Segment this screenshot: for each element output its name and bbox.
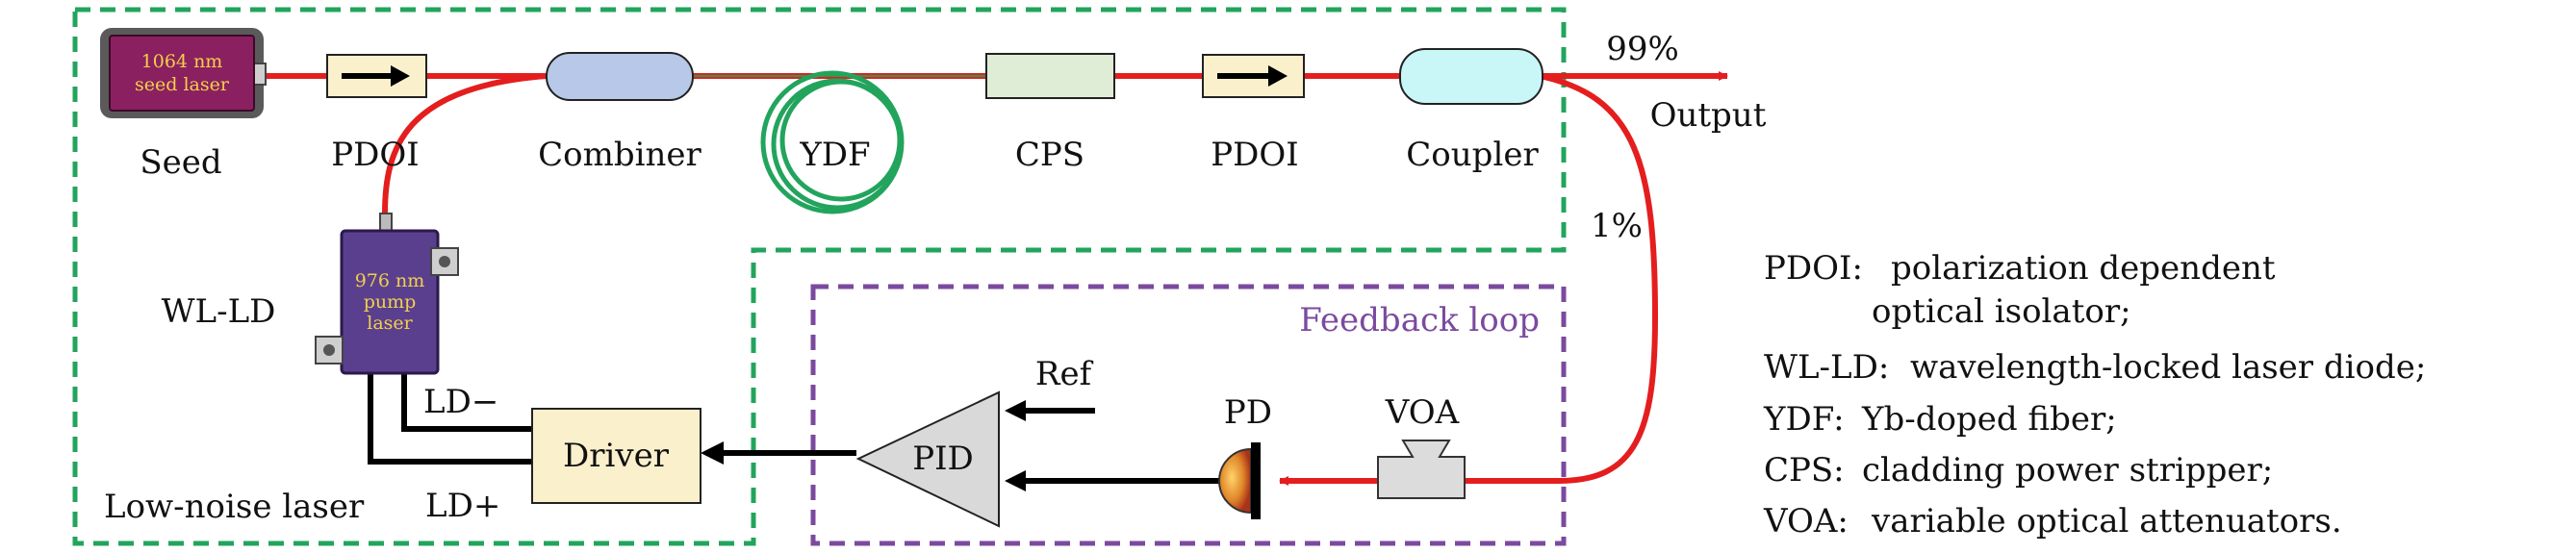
pdoi-isolator-2[interactable]	[1202, 54, 1305, 98]
output-percent: 99%	[1606, 30, 1679, 68]
legend-key-voa: VOA:	[1763, 502, 1849, 540]
pd-label: PD	[1224, 393, 1272, 432]
coupler-label: Coupler	[1406, 136, 1539, 174]
legend-desc-voa: variable optical attenuators.	[1871, 502, 2342, 540]
ydf-coil-icon[interactable]	[760, 70, 905, 214]
combiner-label: Combiner	[538, 136, 701, 174]
pdoi2-label: PDOI	[1211, 136, 1298, 174]
seed-laser[interactable]: 1064 nm seed laser	[100, 28, 267, 118]
pump-line3: laser	[367, 313, 413, 334]
cps-label: CPS	[1015, 136, 1084, 174]
pid-amplifier[interactable]	[855, 390, 1000, 528]
tap-percent: 1%	[1591, 207, 1643, 245]
legend-desc2-pdoi: optical isolator;	[1872, 292, 2131, 331]
ld-minus-label: LD−	[423, 383, 498, 421]
pdoi1-label: PDOI	[331, 136, 419, 174]
legend-desc-cps: cladding power stripper;	[1862, 451, 2273, 490]
pump-laser[interactable]: 976 nm pump laser	[315, 213, 459, 375]
seed-label: Seed	[140, 143, 221, 182]
photodiode[interactable]	[1218, 442, 1261, 519]
seed-line2: seed laser	[135, 74, 230, 95]
ydf-label: YDF	[799, 136, 870, 174]
low-noise-label: Low-noise laser	[104, 488, 365, 526]
legend-key-pdoi: PDOI:	[1764, 249, 1863, 288]
legend-desc-wlld: wavelength-locked laser diode;	[1910, 348, 2426, 387]
voa-label: VOA	[1385, 393, 1460, 432]
feedback-loop-region	[810, 284, 1567, 546]
legend-desc-ydf: Yb-doped fiber;	[1861, 400, 2117, 439]
ref-label: Ref	[1035, 355, 1094, 393]
pump-line2: pump	[364, 291, 417, 313]
legend-key-ydf: YDF:	[1763, 400, 1845, 439]
output-label: Output	[1650, 96, 1767, 135]
cladding-power-stripper[interactable]	[985, 53, 1115, 99]
legend-key-wlld: WL-LD:	[1764, 348, 1889, 387]
pdoi-isolator-1[interactable]	[326, 54, 427, 98]
driver-label: Driver	[563, 437, 670, 475]
ld-plus-label: LD+	[425, 487, 500, 525]
driver-box[interactable]	[531, 408, 701, 504]
low-noise-laser-region	[72, 7, 1567, 546]
voa-attenuator[interactable]	[1377, 440, 1466, 499]
wl-ld-label: WL-LD	[162, 292, 276, 331]
legend-key-cps: CPS:	[1764, 451, 1845, 490]
pump-line1: 976 nm	[355, 270, 425, 291]
feedback-loop-label: Feedback loop	[1299, 301, 1540, 339]
combiner[interactable]	[546, 52, 694, 101]
electrical-wires	[368, 370, 1251, 484]
pid-label: PID	[912, 440, 974, 478]
legend-desc-pdoi: polarization dependent	[1891, 249, 2276, 288]
seed-line1: 1064 nm	[141, 51, 223, 72]
legend: PDOI: polarization dependent optical iso…	[1763, 249, 2426, 540]
coupler[interactable]	[1399, 48, 1543, 105]
arrowheads	[701, 400, 1026, 491]
